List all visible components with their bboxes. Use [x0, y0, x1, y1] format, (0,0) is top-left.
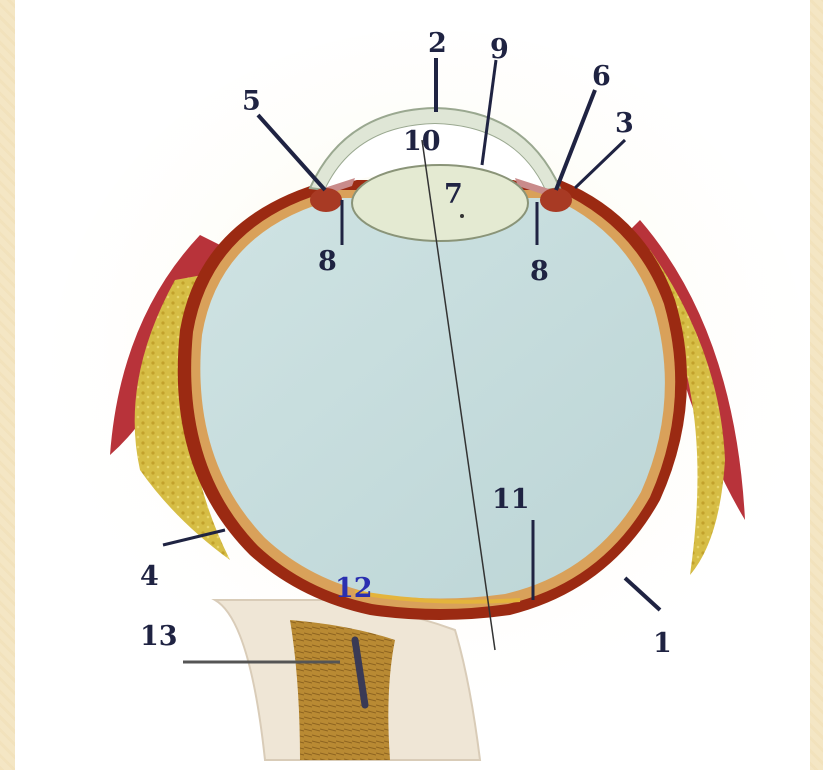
label-11: 11 [492, 484, 530, 515]
label-1: 1 [653, 628, 672, 659]
label-8-left: 8 [318, 246, 337, 277]
label-8-right: 8 [530, 256, 549, 287]
optic-nerve [290, 620, 395, 760]
label-6: 6 [592, 61, 611, 92]
label-7: 7 [444, 179, 463, 210]
label-3: 3 [615, 108, 634, 139]
label-12: 12 [335, 573, 373, 604]
label-5: 5 [242, 86, 261, 117]
ciliary-body-right [540, 188, 572, 212]
label-9: 9 [490, 34, 509, 65]
label-4: 4 [140, 561, 159, 592]
lens-center-dot [460, 214, 464, 218]
lens [352, 165, 528, 241]
ciliary-body-left [310, 188, 342, 212]
vitreous-body [200, 198, 665, 599]
label-13: 13 [140, 621, 178, 652]
label-10: 10 [403, 126, 441, 157]
label-2: 2 [428, 28, 447, 59]
